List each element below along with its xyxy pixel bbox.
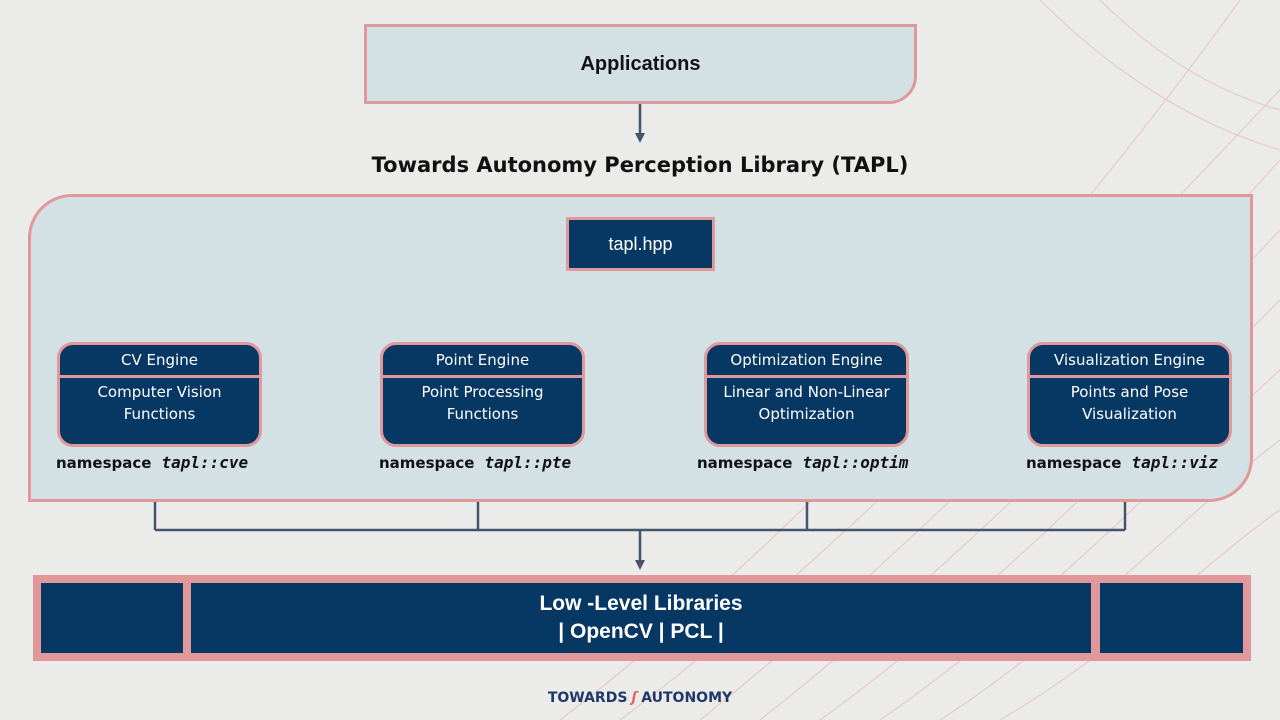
cv-engine-desc-line2: Functions: [123, 405, 196, 423]
logo-mark-icon: ʃ: [631, 690, 638, 706]
low-level-label: Low -Level Libraries | OpenCV | PCL |: [191, 583, 1091, 653]
visualization-engine-title: Visualization Engine: [1030, 345, 1229, 378]
point-engine-box: Point Engine Point Processing Functions: [380, 342, 585, 447]
optimization-engine-desc-line2: Optimization: [758, 405, 855, 423]
low-level-title: Low -Level Libraries: [539, 592, 743, 615]
namespace-keyword: namespace: [1026, 454, 1122, 472]
visualization-namespace: namespace tapl::viz: [1026, 453, 1218, 472]
namespace-name: tapl::cve: [161, 453, 249, 472]
optimization-engine-description: Linear and Non-Linear Optimization: [707, 378, 906, 425]
library-title: Towards Autonomy Perception Library (TAP…: [371, 153, 909, 177]
header-file-box: tapl.hpp: [566, 217, 715, 271]
namespace-name: tapl::pte: [484, 453, 572, 472]
header-file-label: tapl.hpp: [608, 233, 673, 254]
namespace-name: tapl::optim: [802, 453, 909, 472]
point-engine-description: Point Processing Functions: [383, 378, 582, 425]
logo-left-text: TOWARDS: [547, 690, 628, 706]
cv-namespace: namespace tapl::cve: [56, 453, 248, 472]
optimization-namespace: namespace tapl::optim: [697, 453, 908, 472]
cv-engine-title: CV Engine: [60, 345, 259, 378]
point-engine-desc-line1: Point Processing: [421, 383, 544, 401]
namespace-keyword: namespace: [697, 454, 793, 472]
applications-label: Applications: [580, 52, 701, 75]
low-level-libraries: | OpenCV | PCL |: [558, 620, 724, 643]
point-namespace: namespace tapl::pte: [379, 453, 571, 472]
namespace-keyword: namespace: [379, 454, 475, 472]
point-engine-desc-line2: Functions: [446, 405, 519, 423]
low-level-left-block: [41, 583, 183, 653]
low-level-center-block: [191, 583, 1091, 653]
applications-box: Applications: [364, 24, 917, 104]
optimization-engine-desc-line1: Linear and Non-Linear: [723, 383, 890, 401]
visualization-engine-desc-line1: Points and Pose: [1070, 383, 1189, 401]
cv-engine-box: CV Engine Computer Vision Functions: [57, 342, 262, 447]
logo-right-text: AUTONOMY: [641, 690, 733, 706]
visualization-engine-box: Visualization Engine Points and Pose Vis…: [1027, 342, 1232, 447]
low-level-right-block: [1100, 583, 1243, 653]
namespace-name: tapl::viz: [1131, 453, 1219, 472]
optimization-engine-title: Optimization Engine: [707, 345, 906, 378]
namespace-keyword: namespace: [56, 454, 152, 472]
visualization-engine-desc-line2: Visualization: [1082, 405, 1177, 423]
cv-engine-desc-line1: Computer Vision: [97, 383, 222, 401]
optimization-engine-box: Optimization Engine Linear and Non-Linea…: [704, 342, 909, 447]
visualization-engine-description: Points and Pose Visualization: [1030, 378, 1229, 425]
point-engine-title: Point Engine: [383, 345, 582, 378]
cv-engine-description: Computer Vision Functions: [60, 378, 259, 425]
